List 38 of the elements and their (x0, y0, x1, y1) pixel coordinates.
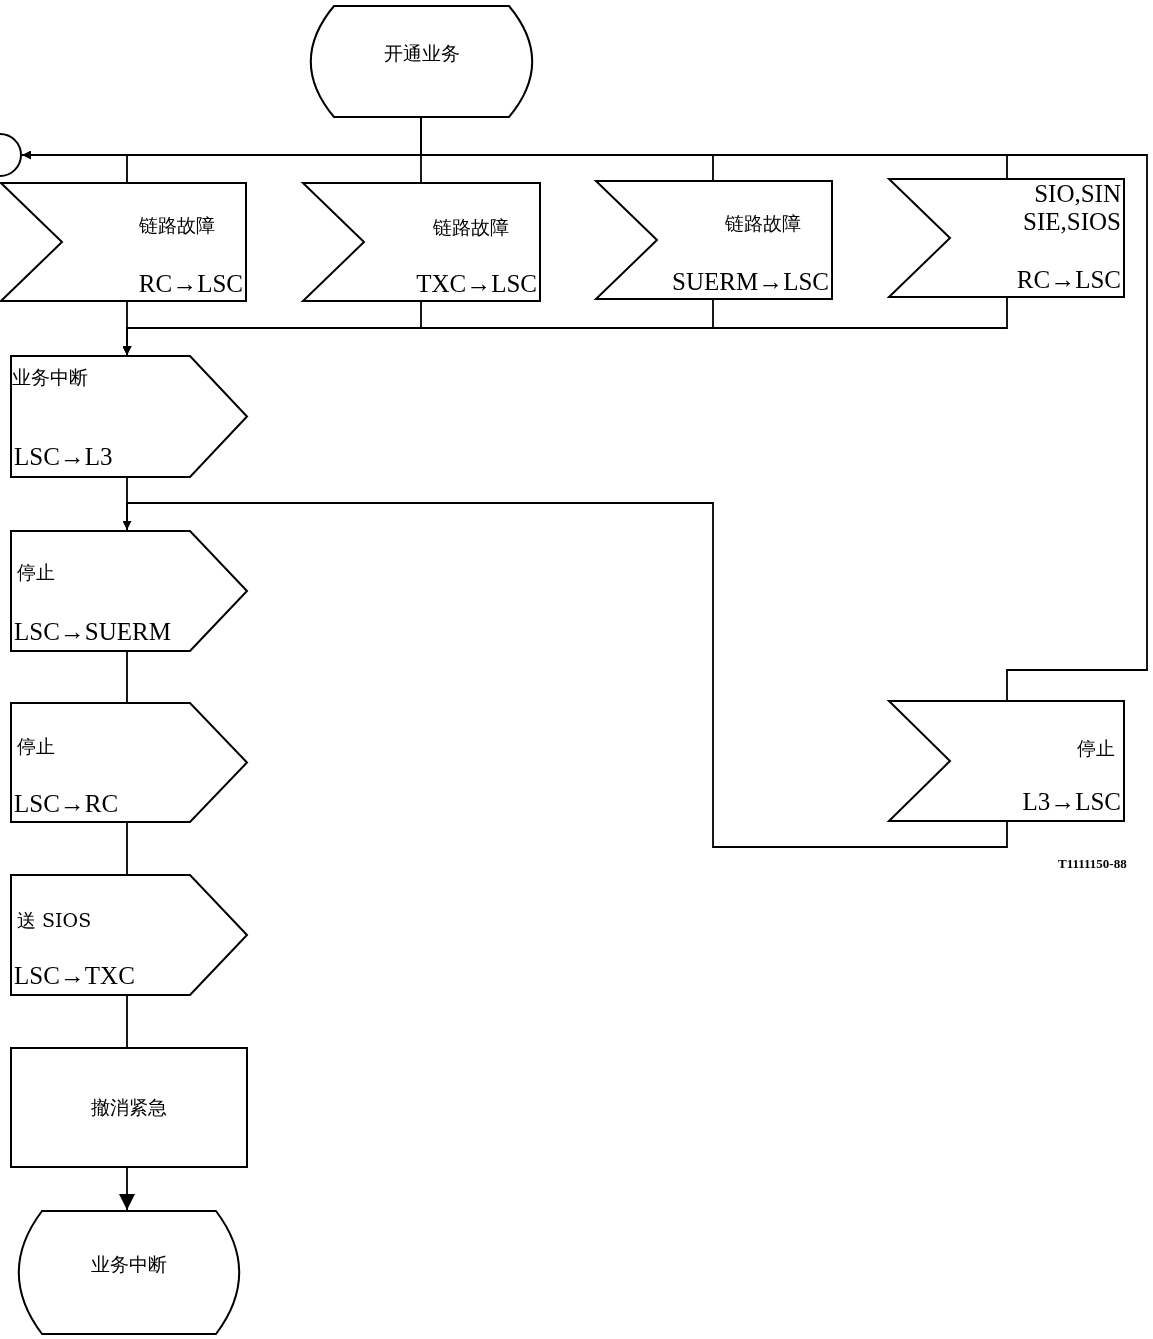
output-signal-box (10, 530, 248, 652)
process-box (10, 1047, 248, 1168)
signal-name: 链路故障 (139, 215, 215, 236)
signal-route: SUERM→LSC (672, 268, 829, 296)
arrow (122, 297, 1008, 356)
arrow (122, 502, 1008, 848)
signal-name: 业务中断 (12, 367, 88, 388)
figure-code: T1111150-88 (1058, 857, 1127, 872)
input-signal-box (302, 182, 541, 302)
signal-name: 停止 (17, 562, 55, 583)
input-signal-box (888, 700, 1125, 822)
output-signal-box (10, 355, 248, 478)
signal-name: SIO,SIN SIE,SIOS (1022, 180, 1121, 235)
signal-route: RC→LSC (138, 270, 243, 298)
process-label: 撤消紧急 (90, 1097, 168, 1118)
terminal-label: 业务中断 (90, 1254, 168, 1275)
signal-route: L3→LSC (1022, 788, 1121, 816)
input-signal-box (595, 180, 833, 300)
signal-route: RC→LSC (1016, 266, 1121, 294)
signal-name: 停止 (1077, 738, 1115, 759)
signal-route: LSC→TXC (14, 962, 135, 990)
signal-route: LSC→SUERM (14, 618, 171, 646)
signal-name: 链路故障 (433, 217, 509, 238)
input-signal-box (888, 178, 1125, 298)
terminal-label: 开通业务 (382, 43, 461, 64)
output-signal-box (10, 874, 248, 996)
signal-route: TXC→LSC (416, 270, 537, 298)
signal-name: 送 SIOS (17, 910, 92, 931)
arrow (119, 1167, 135, 1211)
signal-name: 停止 (17, 736, 55, 757)
connector-line (126, 995, 128, 1048)
signal-route: LSC→RC (14, 790, 119, 818)
signal-name: 链路故障 (725, 213, 801, 234)
input-signal-box (0, 182, 247, 302)
connector-line (126, 651, 128, 703)
signal-route: LSC→L3 (14, 443, 113, 471)
connector-line (126, 822, 128, 875)
output-signal-box (10, 702, 248, 823)
